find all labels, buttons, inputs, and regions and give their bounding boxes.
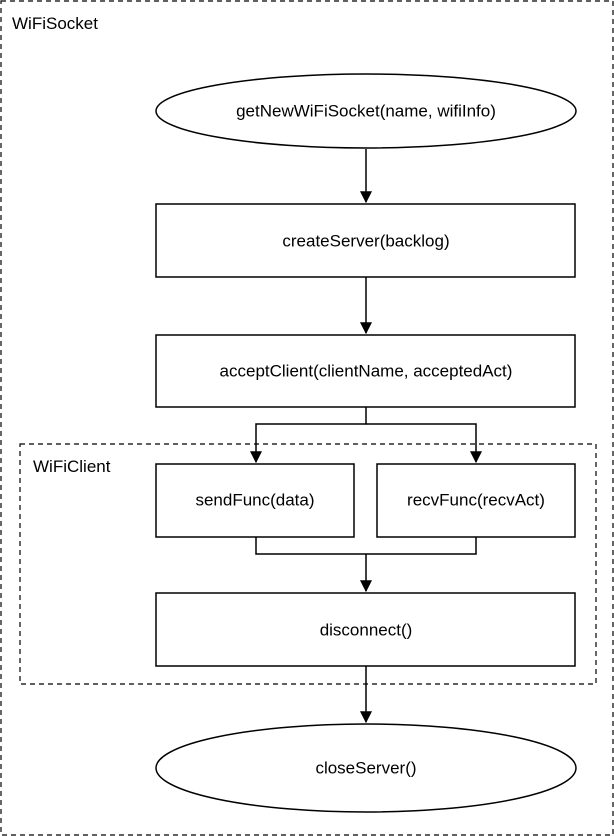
node-disconnect-label: disconnect() bbox=[320, 621, 413, 640]
wifisocket-group-label: WiFiSocket bbox=[12, 14, 98, 33]
edge-accept-to-send bbox=[250, 407, 367, 464]
node-get-new-wifi-socket-label: getNewWiFiSocket(name, wifiInfo) bbox=[236, 102, 496, 121]
node-close-server-label: closeServer() bbox=[315, 759, 416, 778]
node-accept-client[interactable]: acceptClient(clientName, acceptedAct) bbox=[155, 334, 576, 408]
node-recv-func[interactable]: recvFunc(recvAct) bbox=[376, 463, 576, 538]
node-create-server[interactable]: createServer(backlog) bbox=[155, 203, 576, 278]
node-disconnect[interactable]: disconnect() bbox=[155, 592, 576, 667]
wificlient-group-frame bbox=[19, 443, 597, 685]
node-accept-client-label: acceptClient(clientName, acceptedAct) bbox=[220, 362, 513, 381]
edge-accept-to-recv bbox=[366, 423, 482, 464]
node-send-func-label: sendFunc(data) bbox=[195, 491, 314, 510]
node-recv-func-label: recvFunc(recvAct) bbox=[407, 491, 545, 510]
wificlient-group-label: WiFiClient bbox=[33, 457, 111, 476]
node-send-func[interactable]: sendFunc(data) bbox=[155, 463, 355, 538]
edge-send-to-disconnect bbox=[255, 537, 477, 555]
node-get-new-wifi-socket[interactable]: getNewWiFiSocket(name, wifiInfo) bbox=[155, 73, 577, 149]
node-close-server[interactable]: closeServer() bbox=[155, 723, 577, 813]
node-create-server-label: createServer(backlog) bbox=[282, 232, 449, 251]
